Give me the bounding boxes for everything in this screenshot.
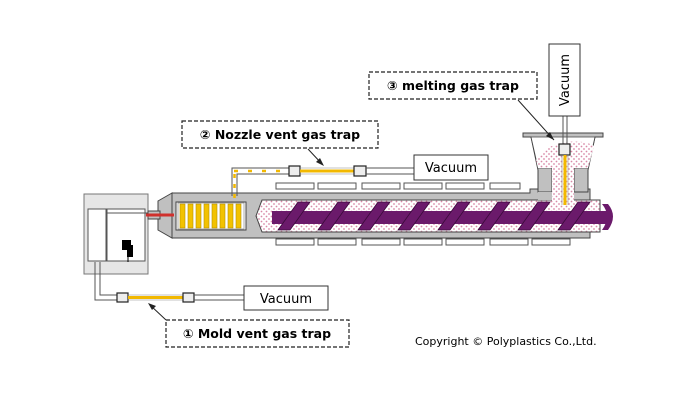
nozzle-vacuum-label: Vacuum xyxy=(425,161,477,176)
nozzle-vent-line xyxy=(231,165,414,198)
hopper-vacuum-box: Vacuum xyxy=(548,43,581,117)
melting-gas-trap-label: ③ melting gas trap xyxy=(387,78,519,93)
nozzle-vent-gas-trap-callout: ② Nozzle vent gas trap xyxy=(181,120,379,166)
mold xyxy=(83,193,150,275)
screw xyxy=(272,201,613,231)
mold-vacuum-label: Vacuum xyxy=(260,292,312,307)
melting-gas-trap-callout: ③ melting gas trap xyxy=(368,71,555,141)
mold-vent-line xyxy=(94,262,244,303)
nozzle-heater xyxy=(177,202,245,230)
nozzle-vent-gas-trap-label: ② Nozzle vent gas trap xyxy=(200,127,360,142)
hopper-vacuum-label: Vacuum xyxy=(558,54,573,106)
mold-vent-gas-trap-label: ① Mold vent gas trap xyxy=(183,326,331,341)
mold-vent-gas-trap-callout: ① Mold vent gas trap xyxy=(148,303,350,348)
nozzle-vacuum-box: Vacuum xyxy=(413,154,489,181)
copyright-text: Copyright © Polyplastics Co.,Ltd. xyxy=(415,335,597,348)
mold-vacuum-box: Vacuum xyxy=(243,285,329,311)
